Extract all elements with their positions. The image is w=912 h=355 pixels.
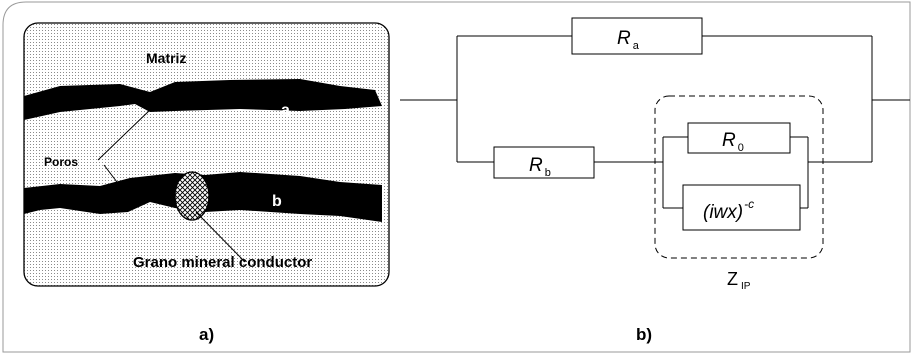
cpe-exponent: -c	[744, 197, 754, 211]
resistor-r0	[687, 122, 791, 154]
zip-subscript: IP	[741, 281, 751, 292]
caption-a: a)	[199, 325, 214, 344]
channel-b-label: b	[272, 193, 282, 210]
pores-leader-line	[97, 107, 153, 187]
cpe-element	[682, 184, 801, 231]
panel-a-porous-medium: Matriz a b Poros Grano mineral conductor…	[23, 22, 390, 344]
grain-label: Grano mineral conductor	[133, 254, 312, 271]
grain-leader-line	[195, 211, 246, 263]
zip-enclosure	[654, 95, 824, 259]
resistor-ra-subscript: a	[633, 40, 640, 52]
resistor-r0-subscript: 0	[738, 142, 744, 154]
circuit-wires	[400, 35, 910, 209]
matrix-label: Matriz	[146, 50, 186, 66]
resistor-rb	[493, 146, 595, 179]
conductive-grain	[174, 171, 210, 221]
channel-a-label: a	[281, 102, 290, 119]
caption-b: b)	[636, 325, 652, 344]
pores-label: Poros	[44, 155, 78, 169]
matrix-box	[23, 22, 390, 287]
resistor-rb-subscript: b	[545, 167, 551, 179]
pore-channel-a	[24, 79, 382, 120]
resistor-ra	[571, 17, 703, 55]
cpe-label: (iwx)-c	[703, 197, 754, 223]
